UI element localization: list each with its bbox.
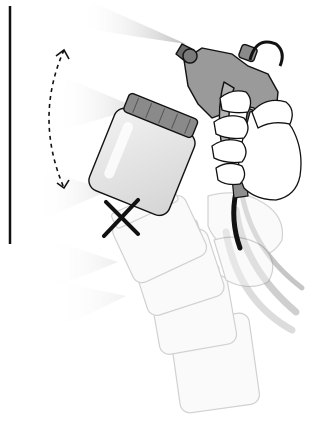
finger-2 [214,116,248,139]
hand [212,91,301,200]
finger-1 [220,91,251,113]
finger-3 [212,140,246,163]
spray-cone-ghost-1 [48,240,118,290]
spray-cone-ghost-2 [56,282,126,330]
spray-cone-top [80,2,186,44]
finger-4 [216,163,245,184]
nozzle-cap [183,49,197,63]
